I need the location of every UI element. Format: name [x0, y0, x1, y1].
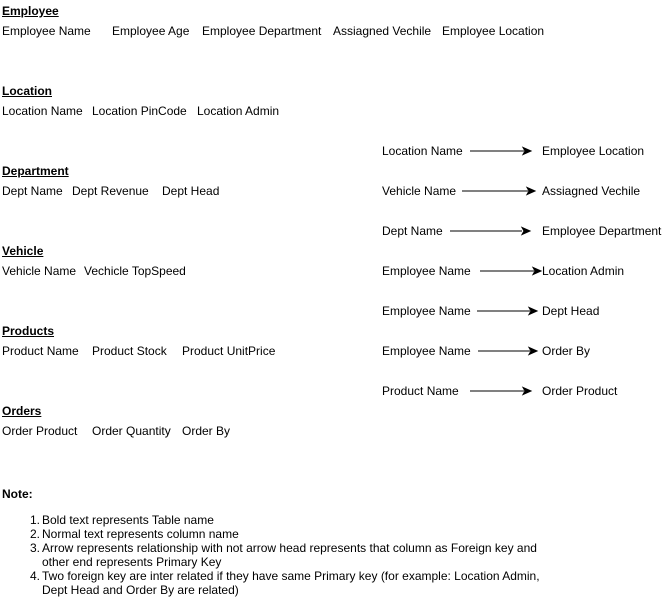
- relationship-source: Location Name: [382, 144, 463, 158]
- note-item-text: Arrow represents relationship with not a…: [42, 541, 537, 569]
- arrow-icon: [462, 186, 537, 196]
- note-item-number: 2.: [30, 527, 41, 541]
- relationship-target: Employee Department: [542, 224, 662, 238]
- column-name: Vehicle Name: [2, 264, 77, 278]
- arrow-icon: [477, 306, 539, 316]
- note-item-number: 4.: [30, 569, 41, 583]
- table-name: Products: [2, 324, 55, 338]
- table-name: Department: [2, 164, 69, 178]
- relationship-source: Employee Name: [382, 264, 471, 278]
- relationship-target: Order Product: [542, 384, 618, 398]
- note-item-text: Bold text represents Table name: [42, 513, 214, 527]
- note-item-number: 3.: [30, 541, 41, 555]
- note-item: 1. Bold text represents Table name: [30, 513, 562, 527]
- column-name: Employee Name: [2, 24, 91, 38]
- relationship-source: Product Name: [382, 384, 459, 398]
- column-name: Order Quantity: [92, 424, 171, 438]
- arrow-icon: [450, 226, 532, 236]
- column-name: Dept Head: [162, 184, 220, 198]
- relationship-source: Dept Name: [382, 224, 443, 238]
- table-name: Vehicle: [2, 244, 44, 258]
- column-name: Product Name: [2, 344, 79, 358]
- relationship-target: Order By: [542, 344, 591, 358]
- relationship-target: Location Admin: [542, 264, 625, 278]
- column-name: Employee Location: [442, 24, 545, 38]
- column-name: Location Name: [2, 104, 83, 118]
- relationship-source: Employee Name: [382, 344, 471, 358]
- arrow-icon: [470, 146, 533, 156]
- note-item: 2. Normal text represents column name: [30, 527, 562, 541]
- column-name: Dept Name: [2, 184, 63, 198]
- column-name: Vechicle TopSpeed: [84, 264, 186, 278]
- column-name: Product UnitPrice: [182, 344, 276, 358]
- column-name: Location PinCode: [92, 104, 187, 118]
- note-item-text: Normal text represents column name: [42, 527, 239, 541]
- table-name: Orders: [2, 404, 42, 418]
- note-title: Note:: [2, 487, 33, 501]
- note-item: 4. Two foreign key are inter related if …: [30, 569, 562, 597]
- note-item-text: Two foreign key are inter related if the…: [42, 569, 540, 597]
- column-name: Dept Revenue: [72, 184, 149, 198]
- note-item-number: 1.: [30, 513, 41, 527]
- column-name: Employee Department: [202, 24, 322, 38]
- relationship-target: Assiagned Vechile: [542, 184, 641, 198]
- table-name: Employee: [2, 4, 59, 18]
- table-name: Location: [2, 84, 52, 98]
- column-name: Order Product: [2, 424, 78, 438]
- relationship-source: Employee Name: [382, 304, 471, 318]
- relationship-target: Dept Head: [542, 304, 600, 318]
- column-name: Employee Age: [112, 24, 190, 38]
- arrow-icon: [470, 386, 533, 396]
- arrow-icon: [478, 346, 539, 356]
- note-list: 1. Bold text represents Table name 2. No…: [30, 513, 562, 597]
- column-name: Product Stock: [92, 344, 167, 358]
- column-name: Assiagned Vechile: [333, 24, 432, 38]
- relationship-target: Employee Location: [542, 144, 645, 158]
- relationship-source: Vehicle Name: [382, 184, 457, 198]
- column-name: Location Admin: [197, 104, 280, 118]
- arrow-icon: [480, 266, 543, 276]
- note-item: 3. Arrow represents relationship with no…: [30, 541, 562, 569]
- column-name: Order By: [182, 424, 231, 438]
